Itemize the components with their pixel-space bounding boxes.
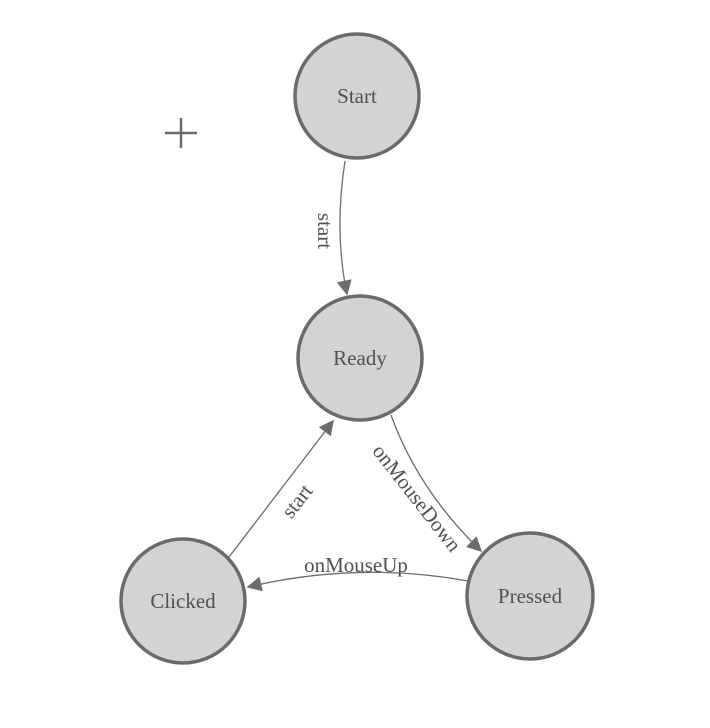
transition-line-ready-to-pressed[interactable] — [390, 414, 483, 553]
state-label-pressed: Pressed — [498, 584, 563, 608]
state-node-clicked[interactable] — [119, 537, 247, 665]
transition-line-start-to-ready[interactable] — [336, 160, 352, 296]
transition-label-clicked-to-ready: start — [276, 479, 317, 522]
state-node-ready[interactable] — [296, 294, 424, 422]
transition-line-pressed-to-clicked[interactable] — [246, 571, 469, 592]
state-node-pressed[interactable] — [465, 531, 595, 661]
transition-label-start-to-ready: start — [313, 213, 337, 249]
state-pressed: Pressed — [465, 531, 595, 661]
transition-pressed-to-clicked: onMouseUp — [246, 553, 469, 592]
transition-start-to-ready: start — [313, 160, 352, 296]
plus-icon[interactable] — [165, 118, 197, 148]
transition-clicked-to-ready: start — [228, 419, 334, 558]
transition-label-pressed-to-clicked: onMouseUp — [304, 553, 408, 577]
state-clicked: Clicked — [119, 537, 247, 665]
transition-line-clicked-to-ready[interactable] — [228, 419, 334, 558]
state-label-start: Start — [337, 84, 377, 108]
state-node-start[interactable] — [293, 32, 421, 160]
state-start: Start — [293, 32, 421, 160]
state-ready: Ready — [296, 294, 424, 422]
state-label-ready: Ready — [333, 346, 387, 370]
transition-ready-to-pressed: onMouseDown — [368, 414, 483, 557]
transition-label-ready-to-pressed: onMouseDown — [368, 440, 467, 557]
state-label-clicked: Clicked — [150, 589, 216, 613]
